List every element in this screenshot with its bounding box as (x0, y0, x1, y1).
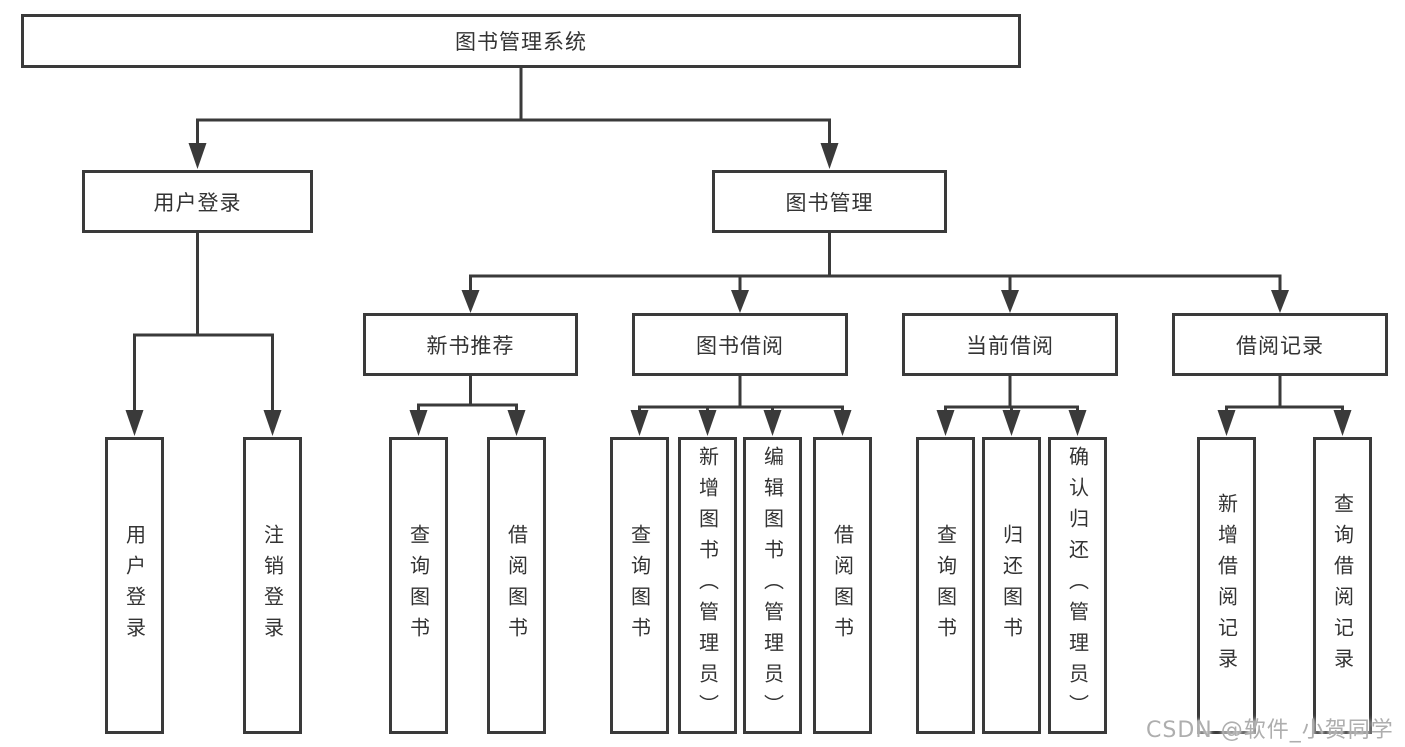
leaf-query-book-recommend: 查询图书 (389, 437, 448, 734)
leaf-borrow-book: 借阅图书 (813, 437, 872, 734)
leaf-logout: 注销登录 (243, 437, 302, 734)
leaf-return-book: 归还图书 (982, 437, 1041, 734)
node-label: 图书管理系统 (455, 30, 587, 54)
leaf-user-login: 用户登录 (105, 437, 164, 734)
node-label: 用户登录 (122, 523, 147, 648)
node-label: 图书管理 (785, 190, 874, 215)
node-book-management: 图书管理 (712, 170, 947, 233)
node-label: 编辑图书（管理员） (760, 446, 785, 725)
node-label: 借阅图书 (830, 523, 855, 648)
node-label: 借阅记录 (1236, 333, 1324, 358)
leaf-add-borrow-record: 新增借阅记录 (1197, 437, 1256, 734)
node-label: 借阅图书 (504, 523, 529, 648)
watermark: CSDN @软件_小贺同学 (1146, 718, 1394, 743)
node-root: 图书管理系统 (21, 14, 1021, 68)
node-label: 当前借阅 (966, 333, 1054, 358)
node-label: 图书借阅 (696, 333, 784, 358)
node-label: 查询图书 (627, 523, 652, 648)
leaf-borrow-book-recommend: 借阅图书 (487, 437, 546, 734)
node-label: 注销登录 (260, 523, 285, 648)
leaf-query-book: 查询图书 (610, 437, 669, 734)
node-label: 查询图书 (406, 523, 431, 648)
leaf-add-book-admin: 新增图书（管理员） (678, 437, 737, 734)
node-book-borrow: 图书借阅 (632, 313, 848, 376)
node-label: 新书推荐 (426, 333, 515, 358)
node-borrow-records: 借阅记录 (1172, 313, 1388, 376)
node-current-borrow: 当前借阅 (902, 313, 1118, 376)
leaf-query-borrow-record: 查询借阅记录 (1313, 437, 1372, 734)
node-new-book-recommend: 新书推荐 (363, 313, 578, 376)
node-label: 查询图书 (933, 523, 958, 648)
node-user-login: 用户登录 (82, 170, 313, 233)
node-label: 归还图书 (999, 523, 1024, 648)
arrowhead-down-icons (125, 143, 1352, 436)
leaf-edit-book-admin: 编辑图书（管理员） (743, 437, 802, 734)
leaf-query-book-current: 查询图书 (916, 437, 975, 734)
node-label: 查询借阅记录 (1330, 492, 1355, 679)
node-label: 用户登录 (153, 190, 242, 215)
leaf-confirm-return-admin: 确认归还（管理员） (1048, 437, 1107, 734)
node-label: 新增借阅记录 (1214, 492, 1239, 679)
node-label: 新增图书（管理员） (695, 446, 720, 725)
node-label: 确认归还（管理员） (1065, 446, 1090, 725)
